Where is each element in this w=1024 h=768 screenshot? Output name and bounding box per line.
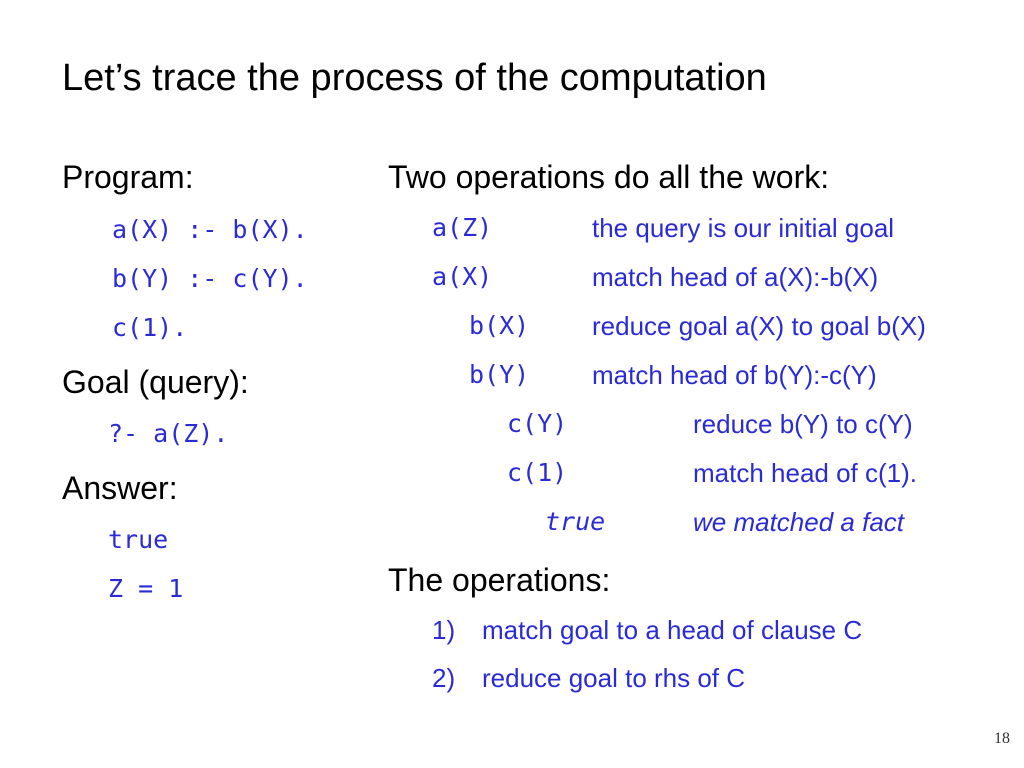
goal-heading: Goal (query): [62, 364, 249, 400]
operations-heading: Two operations do all the work: [388, 159, 830, 195]
answer-heading: Answer: [62, 470, 178, 506]
trace-code-6: c(1) [507, 458, 568, 487]
trace-note-4: match head of b(Y):-c(Y) [592, 360, 877, 390]
trace-note-5: reduce b(Y) to c(Y) [693, 409, 913, 439]
the-operations-heading: The operations: [388, 562, 611, 598]
trace-code-4: b(Y) [469, 360, 530, 389]
trace-code-1: a(Z) [432, 213, 493, 242]
trace-note-6: match head of c(1). [693, 458, 917, 488]
page-number: 18 [994, 730, 1010, 747]
program-line-3: c(1). [112, 313, 188, 342]
operation-text-2: reduce goal to rhs of C [482, 663, 746, 693]
answer-line-2: Z = 1 [108, 574, 184, 603]
answer-line-1: true [108, 525, 169, 554]
operation-text-1: match goal to a head of clause C [482, 615, 863, 645]
program-line-2: b(Y) :- c(Y). [112, 264, 308, 293]
trace-code-5: c(Y) [507, 409, 568, 438]
goal-line: ?- a(Z). [108, 419, 229, 448]
trace-note-3: reduce goal a(X) to goal b(X) [592, 311, 926, 341]
program-line-1: a(X) :- b(X). [112, 215, 308, 244]
trace-code-7: true [545, 507, 606, 536]
trace-note-7: we matched a fact [693, 507, 904, 537]
operation-number-2: 2) [432, 663, 456, 693]
slide-title: Let’s trace the process of the computati… [62, 57, 767, 99]
program-heading: Program: [62, 159, 194, 195]
trace-code-3: b(X) [469, 311, 530, 340]
trace-note-2: match head of a(X):-b(X) [592, 262, 879, 292]
operation-number-1: 1) [432, 615, 456, 645]
trace-code-2: a(X) [432, 262, 493, 291]
trace-note-1: the query is our initial goal [592, 213, 895, 243]
